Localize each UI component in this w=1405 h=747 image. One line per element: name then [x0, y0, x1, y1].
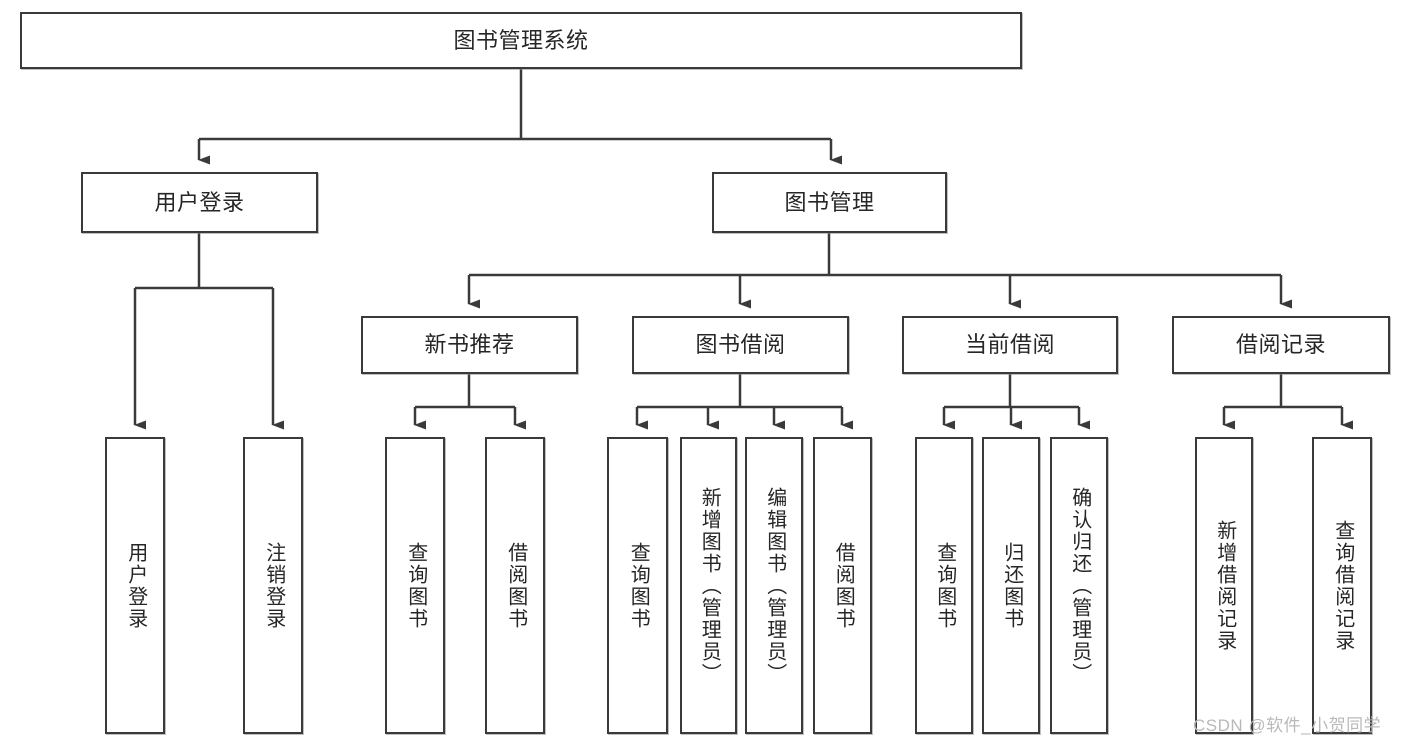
node-leaf-return-book[interactable]: 归还图书	[982, 437, 1040, 734]
node-leaf-return-book-label: 归还图书	[1000, 541, 1023, 630]
node-book-borrow[interactable]: 图书借阅	[632, 316, 849, 374]
node-leaf-edit-book-label: 编辑图书（管理员）	[763, 486, 786, 685]
node-leaf-query-record[interactable]: 查询借阅记录	[1312, 437, 1372, 734]
node-leaf-edit-book[interactable]: 编辑图书（管理员）	[745, 437, 803, 734]
node-leaf-query-book-2-label: 查询图书	[627, 541, 650, 630]
node-leaf-query-record-label: 查询借阅记录	[1331, 519, 1354, 652]
node-leaf-query-book-3[interactable]: 查询图书	[915, 437, 973, 734]
node-user-login-label: 用户登录	[154, 189, 245, 215]
node-leaf-query-book-3-label: 查询图书	[933, 541, 956, 630]
node-new-book-recommend-label: 新书推荐	[424, 332, 515, 358]
node-leaf-logout-label: 注销登录	[262, 541, 285, 630]
node-leaf-query-book-2[interactable]: 查询图书	[607, 437, 668, 734]
node-new-book-recommend[interactable]: 新书推荐	[361, 316, 578, 374]
node-leaf-add-book-label: 新增图书（管理员）	[698, 486, 721, 685]
node-leaf-logout[interactable]: 注销登录	[243, 437, 303, 734]
node-leaf-add-book[interactable]: 新增图书（管理员）	[680, 437, 737, 734]
node-leaf-borrow-book-1[interactable]: 借阅图书	[485, 437, 545, 734]
node-current-borrow-label: 当前借阅	[964, 332, 1055, 358]
csdn-watermark: CSDN @软件_小贺同学	[1193, 716, 1382, 735]
node-user-login[interactable]: 用户登录	[81, 172, 318, 233]
node-leaf-add-record-label: 新增借阅记录	[1213, 519, 1236, 652]
node-leaf-borrow-book-1-label: 借阅图书	[504, 541, 527, 630]
node-leaf-borrow-book-2[interactable]: 借阅图书	[813, 437, 872, 734]
node-leaf-confirm-return[interactable]: 确认归还（管理员）	[1050, 437, 1108, 734]
node-root[interactable]: 图书管理系统	[20, 12, 1022, 69]
node-root-label: 图书管理系统	[453, 27, 589, 53]
node-book-manage[interactable]: 图书管理	[712, 172, 947, 233]
node-current-borrow[interactable]: 当前借阅	[902, 316, 1118, 374]
node-borrow-record[interactable]: 借阅记录	[1172, 316, 1390, 374]
node-borrow-record-label: 借阅记录	[1235, 332, 1326, 358]
node-leaf-borrow-book-2-label: 借阅图书	[832, 541, 855, 630]
node-leaf-add-record[interactable]: 新增借阅记录	[1195, 437, 1253, 734]
node-leaf-user-login[interactable]: 用户登录	[105, 437, 165, 734]
node-leaf-user-login-label: 用户登录	[124, 541, 147, 630]
node-leaf-query-book-1[interactable]: 查询图书	[385, 437, 445, 734]
node-leaf-query-book-1-label: 查询图书	[404, 541, 427, 630]
node-book-borrow-label: 图书借阅	[695, 332, 786, 358]
node-book-manage-label: 图书管理	[784, 189, 875, 215]
node-leaf-confirm-return-label: 确认归还（管理员）	[1068, 486, 1091, 685]
